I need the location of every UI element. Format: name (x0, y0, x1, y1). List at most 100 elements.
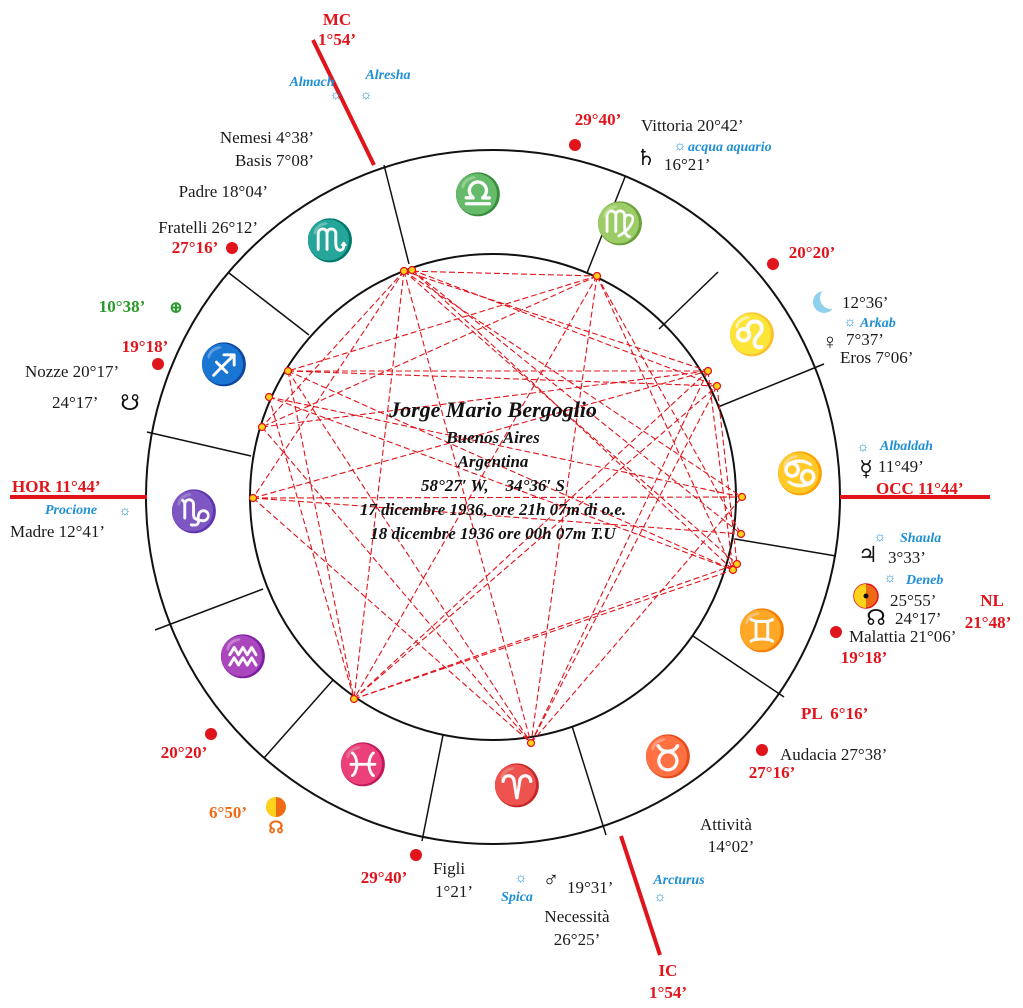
north-node-degree: 24°17’ (895, 609, 941, 628)
mars-degree: 19°31’ (567, 878, 613, 897)
aspect-points (248, 265, 747, 748)
star-icon: ☼ (360, 88, 373, 103)
saturn-degree: 16°21’ (664, 155, 710, 174)
birth-city: Buenos Aires (445, 428, 540, 447)
sun-left-icon-highlight (266, 797, 276, 817)
cusp-label: 27°16’ (172, 238, 218, 257)
nemesi-label: Nemesi 4°38’ (220, 128, 314, 147)
points-upper-right: Vittoria 20°42’ ♄ 16°21’ 12°36’ ♀ 7°37’ … (636, 116, 924, 481)
mars-icon: ♂ (543, 867, 560, 892)
mercury-icon: ☿ (859, 456, 873, 481)
birth-ut-time: 18 dicembre 1936 ore 00h 07m T.U (370, 524, 616, 543)
arcturus-label: Arcturus (652, 873, 705, 888)
cusp-label: 19°18’ (841, 648, 887, 667)
figli-degree: 1°21’ (435, 882, 473, 901)
spica-label: Spica (501, 890, 533, 905)
axis-labels: MC 1°54’ IC 1°54’ HOR 11°44’ OCC 11°44’ (12, 10, 964, 1002)
mc-axis (311, 39, 376, 166)
venus-icon: ♀ (822, 329, 839, 354)
star-icon: ☼ (874, 530, 887, 545)
shaula-label: Shaula (900, 531, 941, 546)
south-node-icon: ☋ (120, 390, 140, 415)
birth-coords: 58°27′ W, 34°36′ S (421, 476, 565, 495)
birth-local-time: 17 dicembre 1936, ore 21h 07m di o.e. (360, 500, 626, 519)
zodiac-signs: ♎ ♍ ♌ ♋ ♊ ♉ ♈ ♓ ♒ ♑ ♐ ♏ (169, 171, 825, 808)
jupiter-degree: 3°33’ (888, 548, 926, 567)
mc-degree: 1°54’ (318, 30, 356, 49)
aspect-lines (252, 269, 743, 744)
necessita-degree: 26°25’ (554, 930, 600, 949)
venus-degree: 7°37’ (846, 330, 884, 349)
gemini-icon: ♊ (737, 607, 787, 653)
cancer-icon: ♋ (775, 450, 825, 496)
albaldah-label: Albaldah (879, 439, 933, 454)
star-icon: ☼ (857, 440, 870, 455)
saturn-icon: ♄ (636, 145, 656, 170)
capricorn-icon: ♑ (169, 488, 219, 534)
taurus-icon: ♉ (643, 733, 693, 779)
virgo-icon: ♍ (595, 200, 645, 246)
birth-country: Argentina (457, 452, 529, 471)
arkab-label: Arkab (859, 316, 896, 331)
attivita-degree: 14°02’ (708, 837, 754, 856)
nozze-label: Nozze 20°17’ (25, 362, 119, 381)
pl-label: PL 6°16’ (801, 704, 868, 723)
padre-label: Padre 18°04’ (179, 182, 268, 201)
star-icon: ☼ (515, 871, 528, 886)
sun-icon-center (863, 593, 869, 599)
moon-icon-cut (820, 287, 842, 309)
cusp-label: 29°40’ (575, 110, 621, 129)
north-node-icon: ☊ (866, 605, 886, 630)
madre-label: Madre 12°41’ (10, 522, 105, 541)
star-icon: ☼ (330, 88, 343, 103)
procione-label: Procione (45, 503, 97, 518)
axis-lines (10, 39, 990, 956)
nl-label: NL (980, 591, 1004, 610)
mc-label: MC (323, 10, 351, 29)
libra-icon: ♎ (453, 171, 503, 217)
almach-label: Almach (288, 75, 334, 90)
scorpio-icon: ♏ (305, 217, 355, 263)
occ-label: OCC 11°44’ (876, 479, 964, 498)
subject-name: Jorge Mario Bergoglio (388, 397, 597, 422)
moon-degree: 12°36’ (842, 293, 888, 312)
figli-label: Figli (433, 859, 465, 878)
cusp-markers (152, 139, 842, 861)
mercury-degree: 11°49’ (878, 457, 924, 476)
basis-label: Basis 7°08’ (235, 151, 314, 170)
star-icon: ☼ (844, 315, 857, 330)
attivita-label: Attività (700, 815, 752, 834)
audacia-label: Audacia 27°38’ (780, 745, 887, 764)
ic-degree: 1°54’ (649, 983, 687, 1002)
fortuna-icon: ⊕ (169, 298, 183, 317)
chart-center-text: Jorge Mario Bergoglio Buenos Aires Argen… (360, 397, 626, 543)
hor-label: HOR 11°44’ (12, 477, 101, 496)
aquarius-icon: ♒ (218, 633, 268, 679)
jupiter-icon: ♃ (858, 542, 878, 567)
sun-left-degree: 6°50’ (209, 803, 247, 822)
necessita-label: Necessità (544, 907, 610, 926)
aries-icon: ♈ (492, 762, 542, 808)
fortuna-degree: 10°38’ (99, 297, 145, 316)
star-icon: ☼ (884, 571, 897, 586)
star-icon: ☼ (674, 139, 687, 154)
alresha-label: Alresha (364, 68, 410, 83)
cusp-label: 19°18’ (122, 337, 168, 356)
sagittarius-icon: ♐ (199, 341, 249, 387)
vittoria-label: Vittoria 20°42’ (641, 116, 744, 135)
star-icon: ☼ (119, 504, 132, 519)
ic-axis (619, 835, 662, 956)
star-icon: ☼ (654, 890, 667, 905)
house-dividers (146, 164, 837, 842)
sun-degree: 25°55’ (890, 591, 936, 610)
fixed-stars: Almach ☼ Alresha ☼ ☼ acqua aquario ☼ Ark… (45, 68, 943, 905)
cusp-label: 27°16’ (749, 763, 795, 782)
cusp-label: 29°40’ (361, 868, 407, 887)
acqua-aquario-label: acqua aquario (688, 140, 772, 155)
eros-label: Eros 7°06’ (840, 348, 913, 367)
fratelli-label: Fratelli 26°12’ (158, 218, 258, 237)
sun-icon-highlight (854, 584, 866, 608)
ic-label: IC (659, 961, 678, 980)
